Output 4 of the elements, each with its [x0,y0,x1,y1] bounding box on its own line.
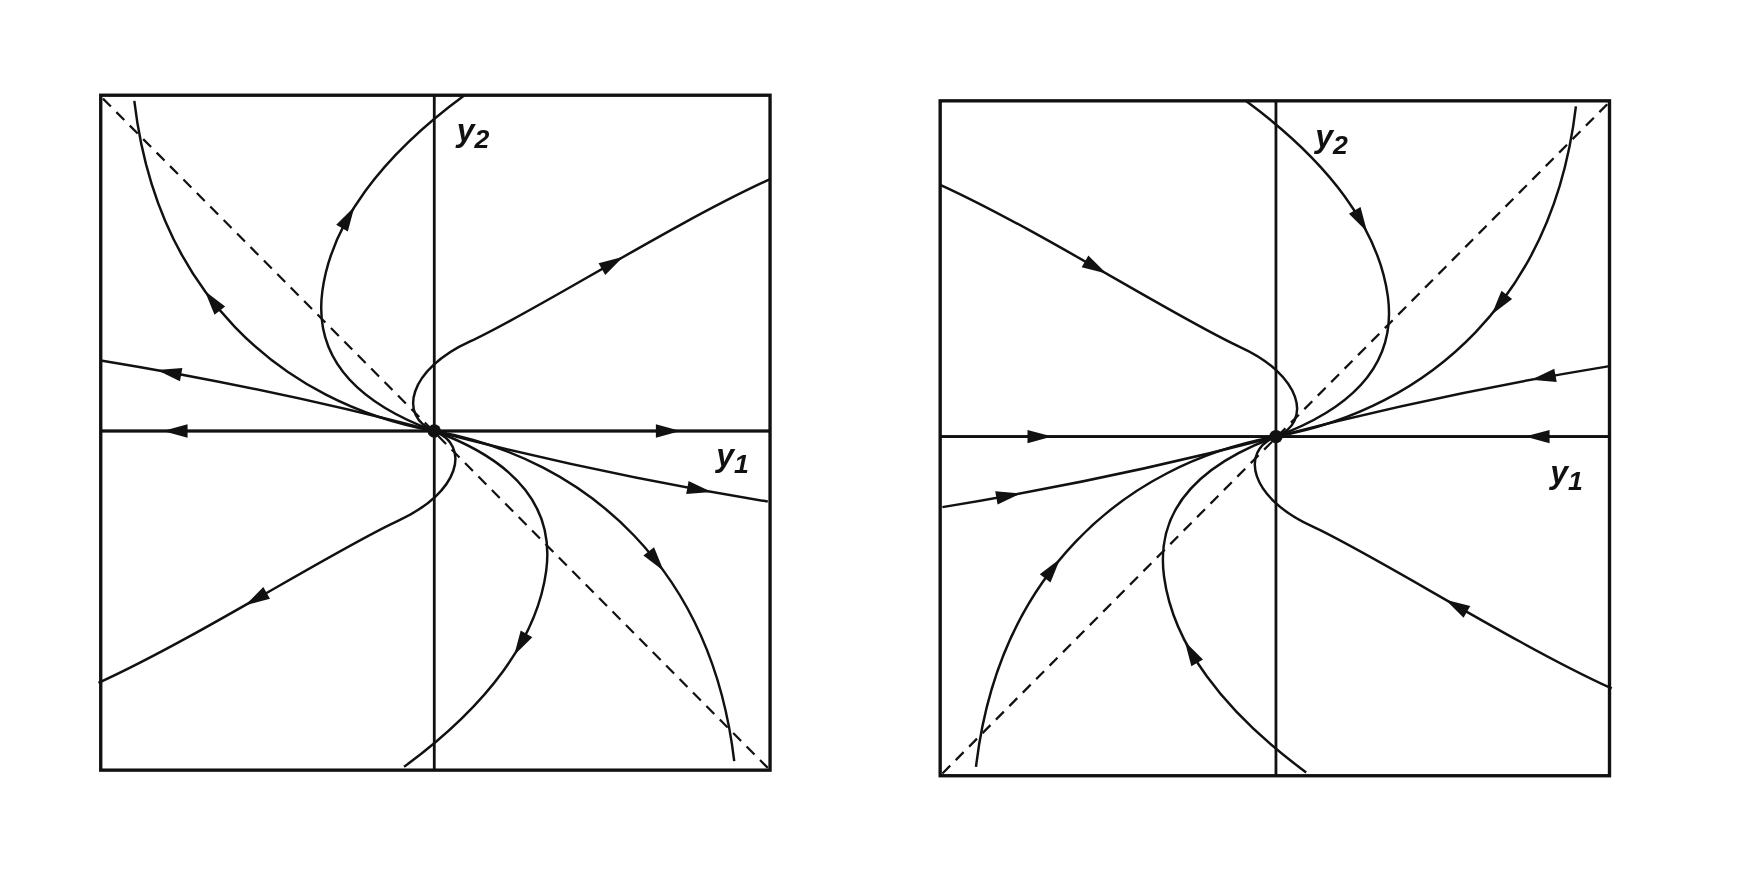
axis-label: y$_{2}$ [456,114,490,154]
axis-label: y$_{2}$ [1315,119,1348,159]
axis-label: y$_{1}$ [1550,455,1583,495]
axis-label: y$_{1}$ [716,438,749,478]
